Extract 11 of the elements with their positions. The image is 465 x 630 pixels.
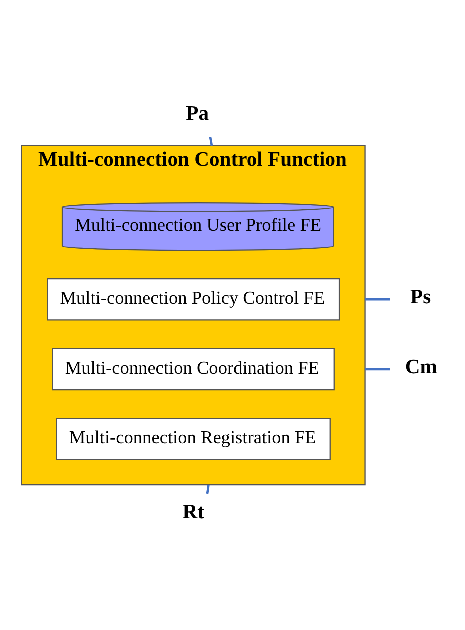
node-text: Rt [182, 501, 204, 524]
connector [206, 484, 210, 494]
connector [365, 368, 390, 370]
node-box: Multi-connection Registration FE [56, 418, 331, 460]
node-text: Cm [405, 356, 438, 378]
node-text: Pa [186, 102, 210, 125]
node-text: Ps [410, 286, 432, 308]
node-box: Multi-connection Policy Control FE [47, 278, 340, 320]
connector [365, 298, 390, 300]
node-box: Multi-connection Coordination FE [52, 348, 335, 390]
connector [209, 136, 214, 146]
